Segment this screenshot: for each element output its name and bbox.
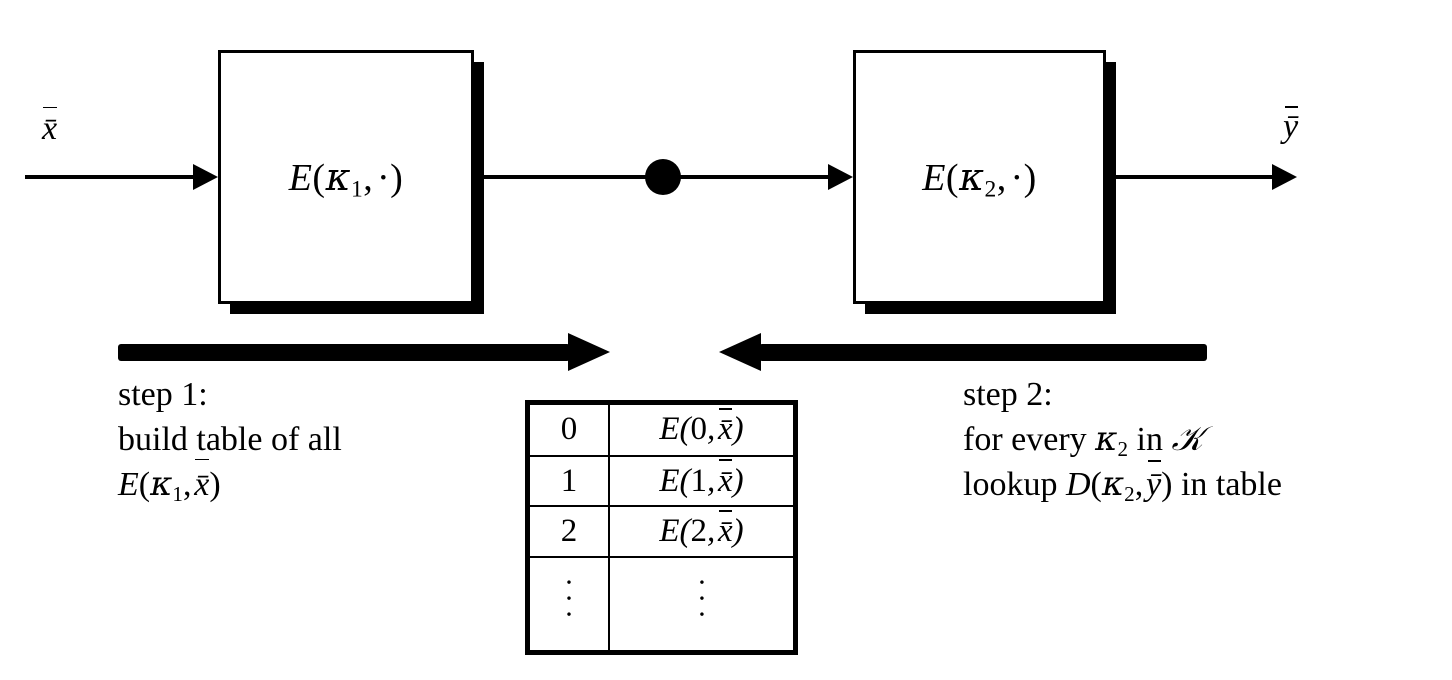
step-2-line-3-suffix: in table	[1172, 466, 1282, 503]
input-wire	[25, 175, 200, 179]
step-2-line-3: lookup D(κ2, ȳ) in table	[963, 459, 1282, 507]
table-row-2-value: E(2, x̄)	[608, 505, 793, 559]
enc1-key-index: 1	[351, 176, 364, 203]
midpoint-junction-dot	[645, 159, 681, 195]
step-1-arrow-shaft	[118, 344, 570, 361]
step-1-heading: step 1:	[118, 376, 208, 413]
table-row-2-key: 2	[530, 505, 610, 559]
table-row-2-arg1: 2	[690, 513, 708, 550]
precomputed-lookup-table[interactable]: 0 E(0, x̄) 1 E(1, x̄) 2 E(2, x̄)	[525, 400, 798, 655]
vertical-dots-icon: ∙∙∙	[697, 566, 706, 632]
encryption-block-2[interactable]: E(κ2, ·)	[853, 50, 1106, 304]
output-signal-label: ȳ	[1283, 105, 1299, 146]
table-row: 1 E(1, x̄)	[530, 454, 793, 508]
enc1-func: E	[288, 156, 313, 199]
step-2-arrow-shaft	[759, 344, 1207, 361]
table-row-2-arg2: x̄	[718, 509, 733, 550]
table-row: 0 E(0, x̄)	[530, 405, 793, 457]
step-2-heading: step 2:	[963, 376, 1053, 413]
table-row-3-key: ∙∙∙	[530, 556, 610, 650]
step-2-line-2-prefix: for every	[963, 421, 1096, 458]
input-signal-text: x̄	[42, 106, 58, 147]
enc2-arg: ·	[1010, 156, 1024, 199]
table-row-0-key: 0	[530, 405, 610, 457]
table-row-1-arg1: 1	[690, 462, 708, 499]
table-row-1-func: E	[659, 462, 680, 499]
enc2-key: κ	[959, 154, 985, 199]
step-1-key-index: 1	[172, 481, 183, 506]
output-wire	[1106, 175, 1274, 179]
enc1-arg: ·	[376, 156, 391, 199]
output-arrowhead	[1272, 164, 1297, 190]
table-row-0-arg2: x̄	[718, 408, 733, 448]
table-row: 2 E(2, x̄)	[530, 505, 793, 559]
step-2-line-2-mid: in	[1128, 421, 1172, 458]
table-row-0-value: E(0, x̄)	[608, 405, 793, 457]
table-row-2-func: E	[659, 513, 680, 550]
step-1-func: E	[118, 466, 139, 503]
enc1-key: κ	[325, 154, 351, 199]
middle-arrowhead	[828, 164, 853, 190]
step-2-line-3-key-index: 2	[1124, 481, 1135, 506]
step-1-arrowhead	[568, 333, 610, 371]
step-2-line-3-arg: ȳ	[1146, 459, 1161, 507]
step-1-line-2: build table of all	[118, 421, 342, 458]
table-row-3-value: ∙∙∙	[608, 556, 793, 650]
step-1-line-3: E(κ1, x̄)	[118, 458, 221, 507]
input-arrowhead	[193, 164, 218, 190]
step-2-decrypt-func: D	[1065, 466, 1091, 503]
step-2-key-index: 2	[1117, 436, 1128, 461]
table-row-0-arg1: 0	[690, 411, 708, 448]
step-2-line-2: for every κ2 in 𝒦	[963, 417, 1282, 462]
enc2-key-index: 2	[984, 176, 997, 203]
table-row: ∙∙∙ ∙∙∙	[530, 556, 793, 650]
step-2-keyspace-symbol: 𝒦	[1171, 419, 1204, 459]
step-1-arg: x̄	[194, 458, 209, 507]
input-signal-label: x̄	[42, 106, 58, 148]
vertical-dots-icon: ∙∙∙	[565, 566, 573, 632]
table-row-1-value: E(1, x̄)	[608, 454, 793, 508]
step-2-line-3-prefix: lookup	[963, 466, 1066, 503]
table-row-1-arg2: x̄	[718, 459, 733, 499]
output-signal-text: ȳ	[1283, 105, 1299, 145]
step-2-key: κ	[1095, 419, 1118, 459]
step-2-text-block: step 2: for every κ2 in 𝒦 lookup D(κ2, y…	[963, 372, 1282, 507]
step-1-arrow	[118, 333, 610, 371]
table-row-0-func: E	[659, 411, 680, 448]
table-row-1-key: 1	[530, 454, 610, 508]
step-1-text-block: step 1: build table of all E(κ1, x̄)	[118, 372, 342, 507]
step-2-arrow	[719, 333, 1207, 371]
step-2-arrowhead	[719, 333, 761, 371]
step-2-line-3-key: κ	[1101, 464, 1125, 504]
encryption-block-1[interactable]: E(κ1, ·)	[218, 50, 474, 304]
enc2-func: E	[922, 156, 946, 199]
encryption-block-1-label: E(κ1, ·)	[288, 154, 404, 203]
encryption-block-2-label: E(κ2, ·)	[922, 154, 1037, 203]
step-1-key: κ	[150, 464, 173, 504]
